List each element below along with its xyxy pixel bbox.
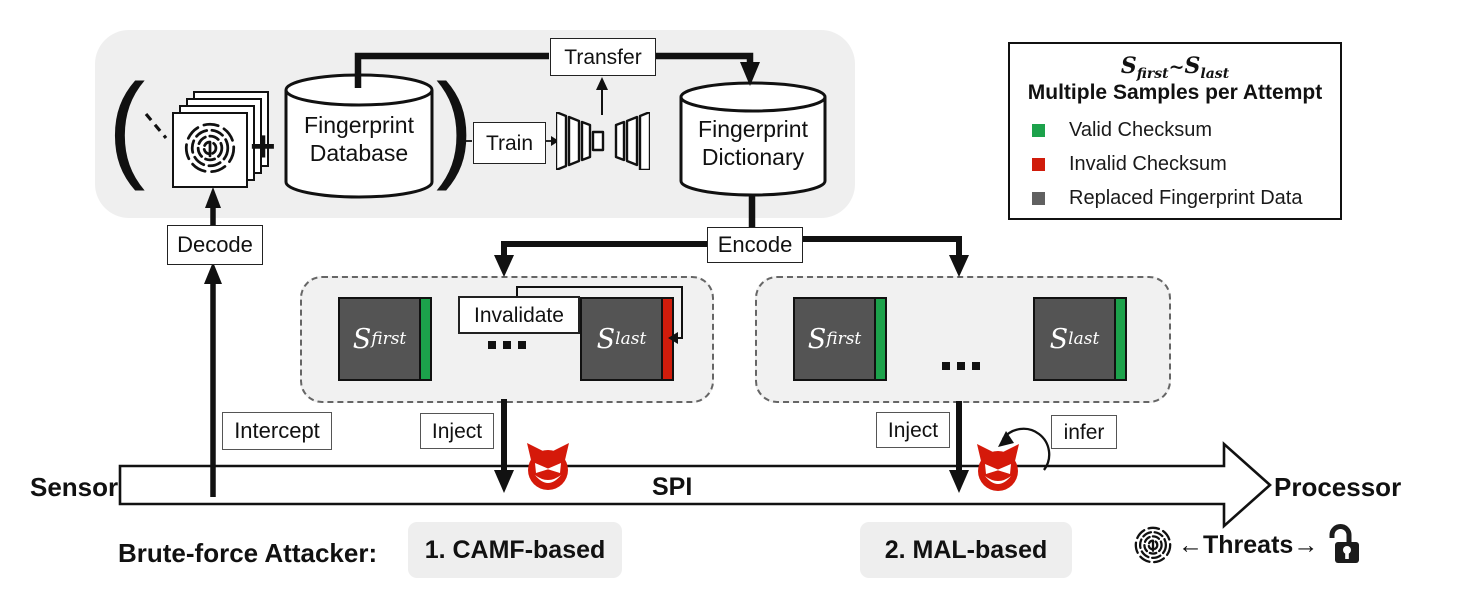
threats-arrow-left: ←: [1178, 530, 1203, 559]
autoencoder-icon: [556, 112, 650, 170]
encode-to-mal-line: [800, 236, 962, 257]
transfer-arrowhead: [596, 77, 608, 90]
infer-arrowhead: [998, 431, 1014, 447]
encode-to-camf-line: [501, 241, 707, 257]
camf-arrowhead: [494, 255, 514, 277]
more-samples-dashes-icon: [144, 112, 168, 140]
legend-item-invalid: Invalid Checksum: [1032, 153, 1227, 175]
unlock-icon: [1329, 524, 1360, 563]
dictionary-cylinder-shape: [679, 81, 827, 197]
legend-item-replaced: Replaced Fingerprint Data: [1032, 187, 1302, 209]
sensor-label: Sensor: [30, 472, 119, 502]
legend-series-range: Sfirst~Slast: [1120, 53, 1230, 82]
fingerprint-icon: [184, 122, 236, 174]
camf-badge: 1. CAMF-based: [408, 522, 622, 578]
mal-arrowhead: [949, 255, 969, 277]
mal-badge: 2. MAL-based: [860, 522, 1072, 578]
threats-row: ← Threats →: [1132, 524, 1361, 566]
legend-panel: Sfirst~Slast Multiple Samples per Attemp…: [1008, 42, 1342, 220]
fingerprint-dictionary-cylinder: Fingerprint Dictionary: [678, 80, 828, 198]
valid-checksum-strip: [1114, 299, 1125, 379]
attacker-label: Brute-force Attacker:: [118, 538, 378, 568]
stack-card-front: [172, 112, 248, 188]
database-label: Fingerprint Database: [304, 112, 414, 166]
inject-mal-box: Inject: [876, 412, 950, 448]
encode-box: Encode: [707, 227, 803, 263]
processor-label: Processor: [1274, 472, 1402, 502]
infer-loop-arrow: [1002, 427, 1051, 471]
threats-label: Threats: [1203, 530, 1294, 559]
dictionary-arrowhead: [740, 62, 760, 86]
intercept-arrowhead: [204, 262, 222, 284]
valid-checksum-strip: [874, 299, 885, 379]
devil-icon-mal: [977, 444, 1019, 491]
open-paren: (: [108, 59, 146, 192]
transfer-box: Transfer: [550, 38, 656, 76]
legend-item-valid: Valid Checksum: [1032, 119, 1212, 141]
valid-checksum-strip: [419, 299, 430, 379]
fingerprint-stack: [172, 84, 272, 188]
intercept-box: Intercept: [222, 412, 332, 450]
legend-subtitle: Multiple Samples per Attempt: [1027, 81, 1323, 104]
inject-camf-arrowhead: [494, 470, 514, 493]
plus-sign: +: [250, 122, 276, 171]
train-arrowhead: [551, 136, 559, 146]
threats-arrow-right: →: [1293, 530, 1319, 559]
decode-box: Decode: [167, 225, 263, 265]
ellipsis-dots: [488, 341, 526, 349]
infer-box: infer: [1051, 415, 1117, 449]
replaced-data-swatch: [1032, 191, 1045, 205]
fingerprint-database-cylinder: Fingerprint Database: [283, 72, 435, 200]
transfer-to-dictionary-line: [655, 52, 754, 64]
valid-checksum-swatch: [1032, 123, 1045, 137]
threats-fingerprint-icon: [1134, 526, 1172, 564]
decode-arrowhead: [205, 187, 221, 208]
train-box: Train: [473, 122, 546, 164]
inject-mal-arrowhead: [949, 470, 969, 493]
dictionary-label: Fingerprint Dictionary: [698, 116, 808, 170]
invalidate-arrow-line: [516, 286, 683, 339]
invalid-checksum-swatch: [1032, 157, 1045, 171]
spi-bus-arrow: [118, 441, 1272, 529]
database-to-transfer-line: [354, 52, 549, 88]
invalidate-box: Invalidate: [458, 296, 580, 334]
ellipsis-dots: [942, 362, 980, 370]
close-paren: ): [436, 59, 474, 192]
inject-camf-box: Inject: [420, 413, 494, 449]
spi-label: SPI: [652, 473, 693, 501]
invalid-checksum-strip: [661, 299, 672, 379]
invalidate-arrowhead: [668, 332, 678, 344]
devil-icon-camf: [527, 443, 569, 490]
